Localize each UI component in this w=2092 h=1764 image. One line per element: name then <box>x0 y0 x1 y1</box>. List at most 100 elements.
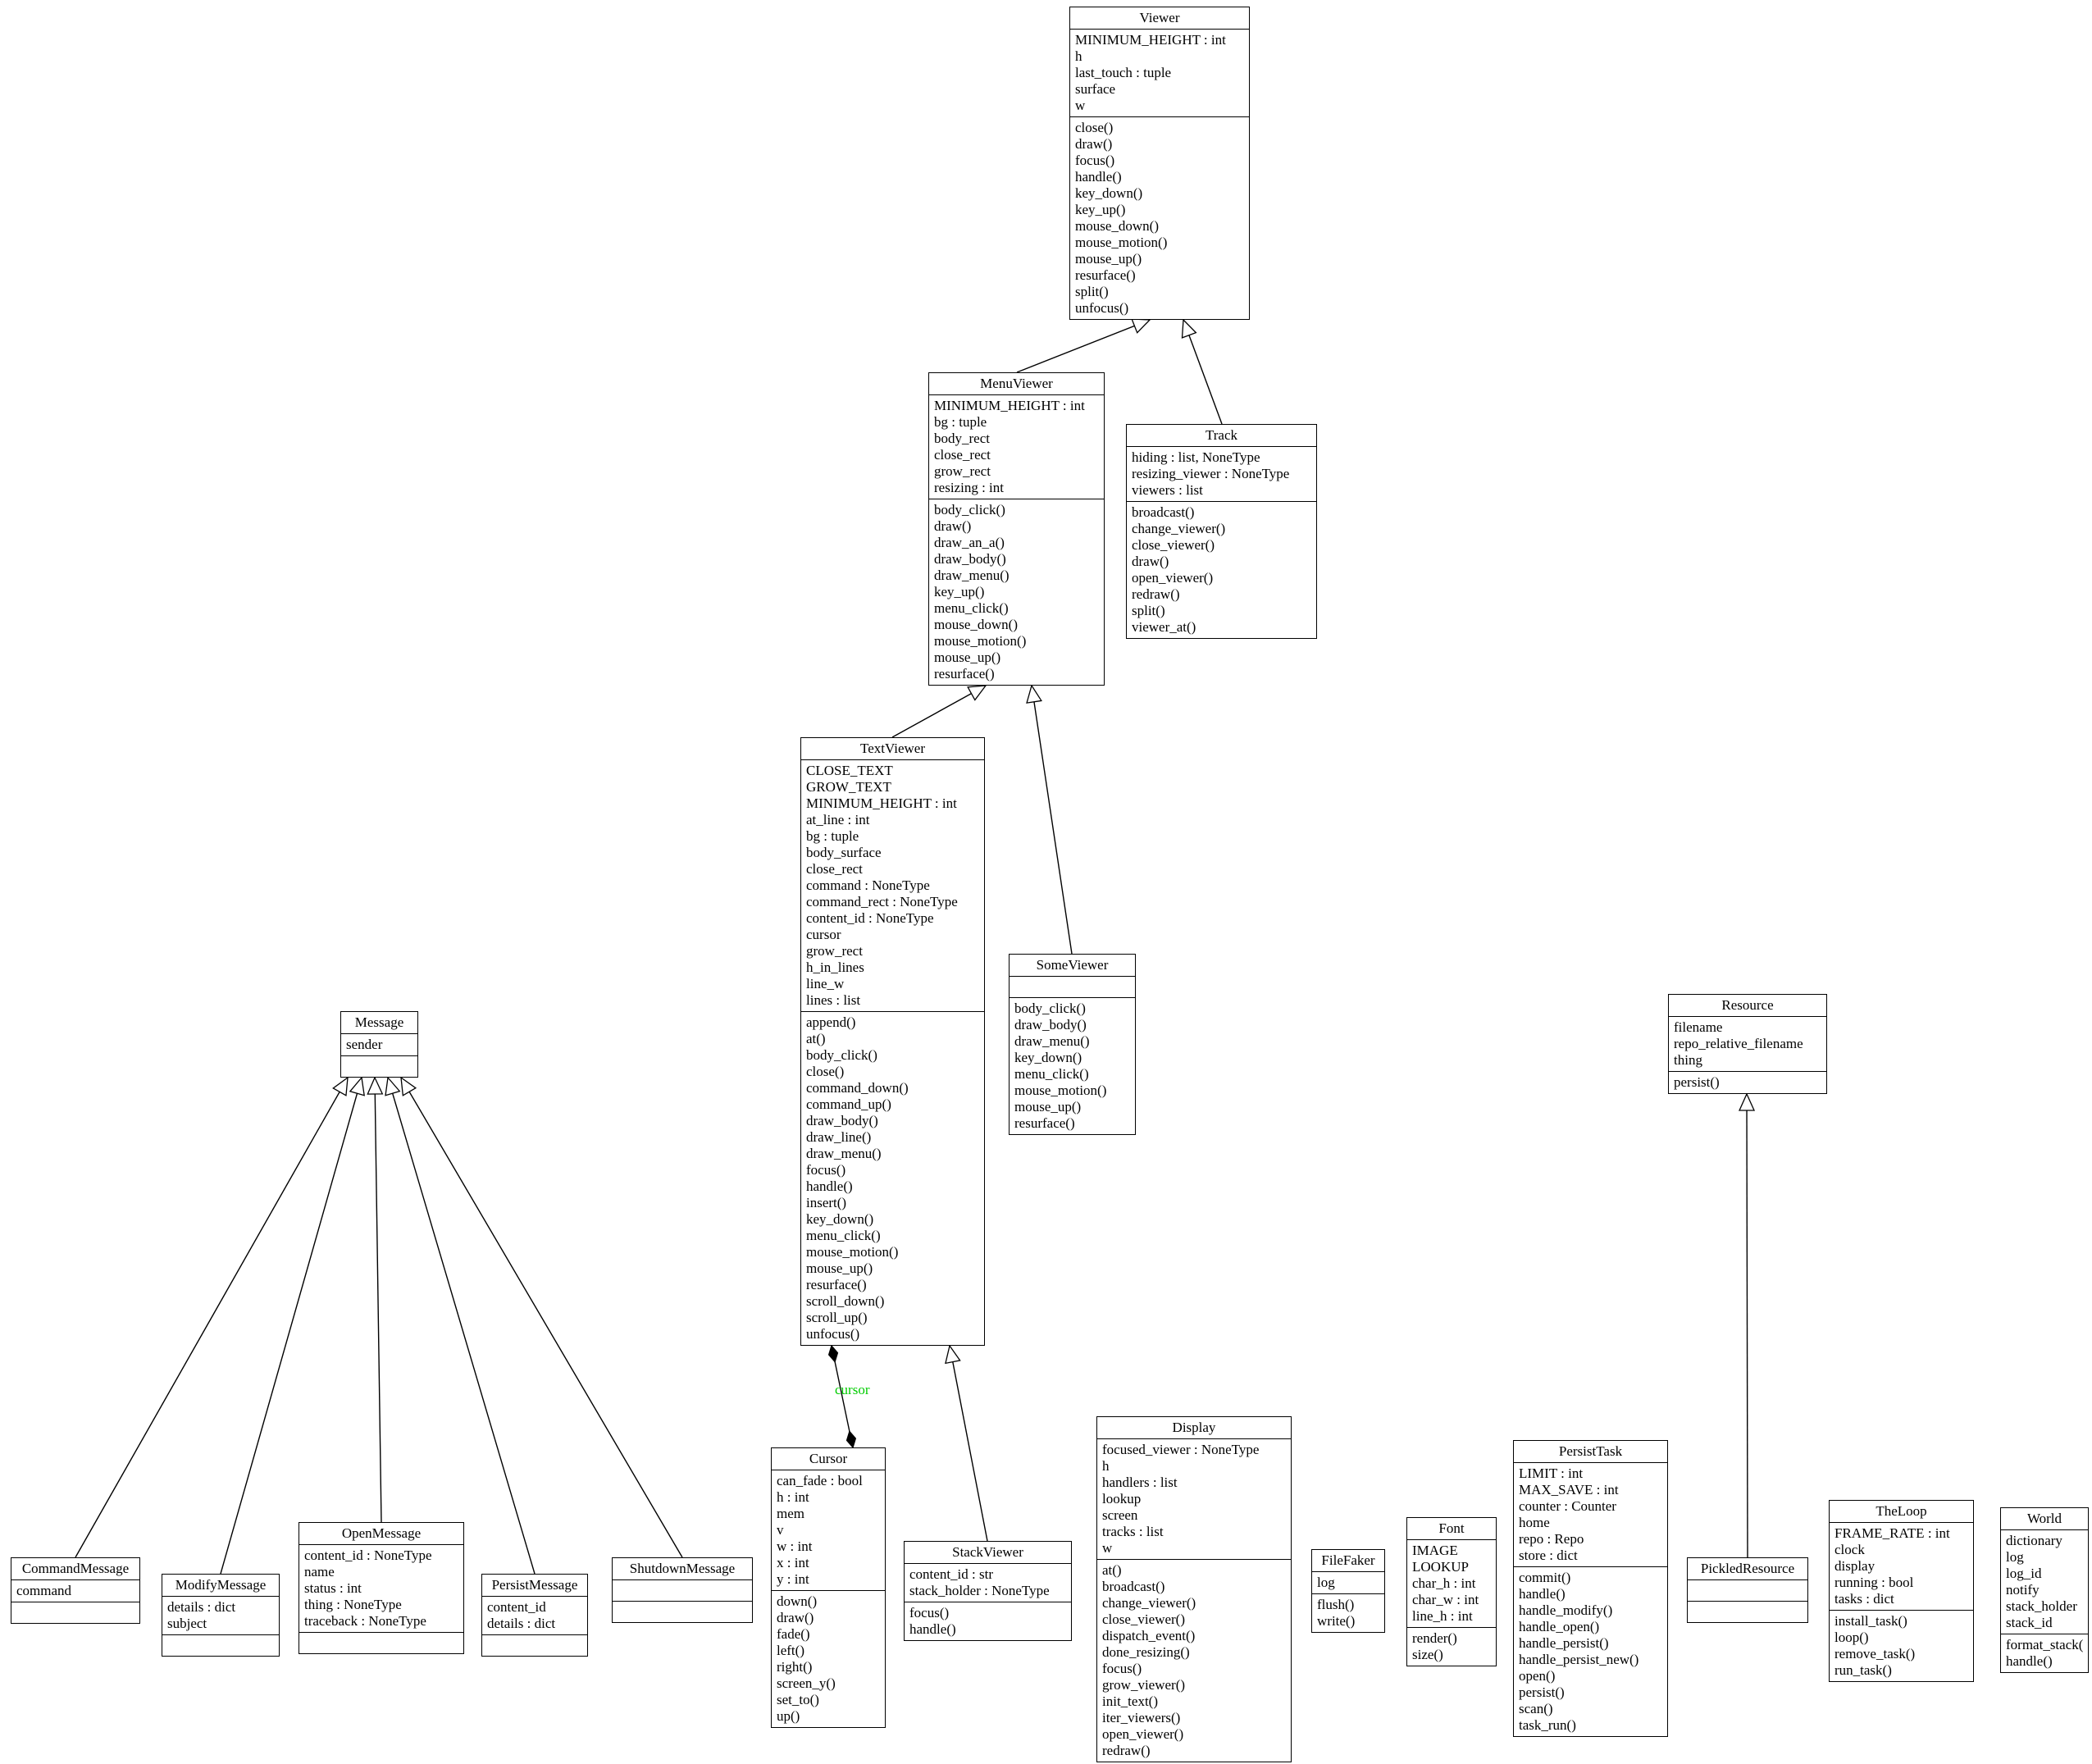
class-name: World <box>2001 1508 2088 1530</box>
class-name: OpenMessage <box>299 1523 463 1545</box>
attribute: mem <box>777 1506 804 1521</box>
inheritance-edge <box>1016 319 1151 373</box>
attributes-section: command <box>11 1580 139 1602</box>
method: handle() <box>909 1621 956 1637</box>
inheritance-edge <box>1031 685 1073 955</box>
method: close_viewer() <box>1132 537 1215 553</box>
method: up() <box>777 1708 800 1724</box>
attribute: w <box>1075 98 1086 113</box>
method: dispatch_event() <box>1102 1628 1196 1643</box>
attributes-section <box>1688 1580 1807 1602</box>
inheritance-edge <box>374 1077 382 1523</box>
inheritance-arrowhead <box>1026 684 1042 704</box>
attributes-section: log <box>1312 1572 1384 1594</box>
attribute: body_rect <box>934 431 990 446</box>
methods-section: install_task()loop()remove_task()run_tas… <box>1830 1611 1973 1681</box>
methods-section: append()at()body_click()close()command_d… <box>801 1012 984 1345</box>
inheritance-arrowhead <box>367 1076 384 1095</box>
method: body_click() <box>934 502 1005 517</box>
method: key_up() <box>1075 202 1126 217</box>
method: redraw() <box>1132 586 1180 602</box>
class-name: Track <box>1127 425 1316 447</box>
methods-section <box>1688 1602 1807 1622</box>
class-name: PickledResource <box>1688 1558 1807 1580</box>
attribute: focused_viewer : NoneType <box>1102 1442 1260 1457</box>
method: open_viewer() <box>1102 1726 1184 1742</box>
class-name: Display <box>1097 1417 1291 1439</box>
method: close() <box>1075 120 1114 135</box>
method: unfocus() <box>1075 300 1129 316</box>
attribute: store : dict <box>1519 1547 1578 1563</box>
method: draw() <box>777 1610 814 1625</box>
method: broadcast() <box>1102 1579 1165 1594</box>
method: down() <box>777 1593 818 1609</box>
methods-section: down()draw()fade()left()right()screen_y(… <box>772 1591 885 1727</box>
methods-section: focus()handle() <box>905 1602 1071 1640</box>
method: focus() <box>909 1605 950 1620</box>
attribute: FRAME_RATE : int <box>1834 1525 1950 1541</box>
attribute: content_id : str <box>909 1566 993 1582</box>
attribute: h <box>1102 1458 1110 1474</box>
class-name: Viewer <box>1070 7 1249 30</box>
attribute: content_id : NoneType <box>304 1547 432 1563</box>
attribute: content_id <box>487 1599 546 1615</box>
inheritance-arrowhead <box>967 685 987 701</box>
method: close() <box>806 1064 845 1079</box>
attribute: dictionary <box>2006 1533 2062 1548</box>
inheritance-edge <box>1183 319 1223 425</box>
method: render() <box>1412 1630 1457 1646</box>
method: viewer_at() <box>1132 619 1196 635</box>
method: mouse_motion() <box>934 633 1027 649</box>
attribute: notify <box>2006 1582 2040 1598</box>
attribute: line_h : int <box>1412 1608 1473 1624</box>
method: command_up() <box>806 1096 891 1112</box>
method: fade() <box>777 1626 810 1642</box>
method: draw() <box>934 518 972 534</box>
method: broadcast() <box>1132 504 1195 520</box>
method: write() <box>1317 1613 1356 1629</box>
attribute: cursor <box>806 927 841 942</box>
class-name: TheLoop <box>1830 1501 1973 1523</box>
method: draw_body() <box>806 1113 878 1128</box>
method: mouse_up() <box>1075 251 1142 267</box>
method: mouse_down() <box>1075 218 1159 234</box>
method: open_viewer() <box>1132 570 1214 586</box>
method: mouse_up() <box>806 1260 873 1276</box>
attribute: command <box>16 1583 72 1598</box>
attribute: stack_holder <box>2006 1598 2077 1614</box>
attribute: last_touch : tuple <box>1075 65 1172 80</box>
method: close_viewer() <box>1102 1611 1186 1627</box>
method: resurface() <box>934 666 995 681</box>
attribute: repo_relative_filename <box>1674 1036 1803 1051</box>
method: insert() <box>806 1195 847 1210</box>
attribute: command_rect : NoneType <box>806 894 958 909</box>
attribute: screen <box>1102 1507 1138 1523</box>
class-name: SomeViewer <box>1010 955 1135 977</box>
attribute: close_rect <box>806 861 863 877</box>
method: draw_line() <box>806 1129 872 1145</box>
method: mouse_motion() <box>1075 235 1168 250</box>
methods-section: body_click()draw()draw_an_a()draw_body()… <box>929 499 1104 685</box>
attribute: LOOKUP <box>1412 1559 1469 1575</box>
method: menu_click() <box>806 1228 881 1243</box>
attribute: tasks : dict <box>1834 1591 1894 1607</box>
class-name: PersistMessage <box>482 1575 587 1597</box>
attribute: stack_id <box>2006 1615 2053 1630</box>
attribute: log <box>1317 1575 1335 1590</box>
method: key_down() <box>1014 1050 1082 1065</box>
attribute: log <box>2006 1549 2024 1565</box>
method: key_down() <box>1075 185 1143 201</box>
methods-section: broadcast()change_viewer()close_viewer()… <box>1127 502 1316 638</box>
